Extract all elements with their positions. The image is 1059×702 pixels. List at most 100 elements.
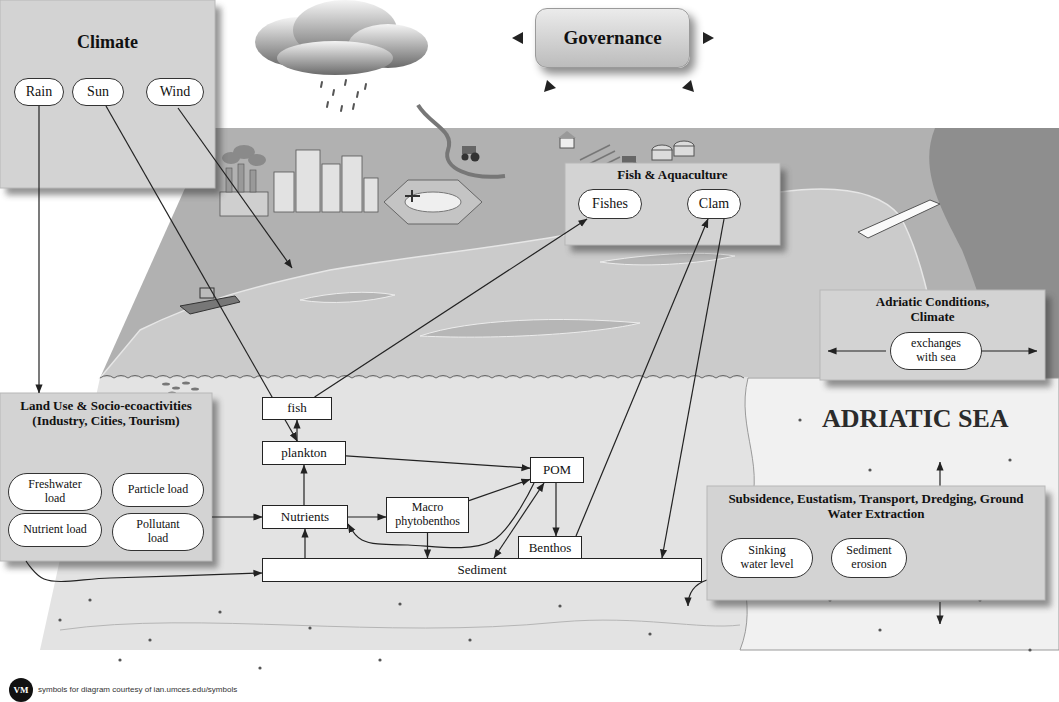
panel-heading: Fish & Aquaculture [573, 168, 773, 183]
subsidence-arrows-part [939, 462, 940, 486]
harbour-boat [180, 288, 240, 314]
governance-arrows-part [682, 80, 694, 92]
city-buildings-part [342, 156, 362, 212]
land-plane-part [420, 319, 640, 337]
load-pill: Freshwater load [8, 473, 102, 511]
fish-school-part [182, 381, 190, 384]
credit-note: symbols for diagram courtesy of ian.umce… [38, 685, 237, 694]
particles-part [798, 418, 801, 421]
panel-ground [0, 393, 218, 568]
flow-arrow [303, 465, 304, 505]
city-buildings-part [274, 172, 294, 212]
particles-part [878, 628, 881, 631]
panel-fill [707, 486, 1045, 600]
city-buildings-part [364, 178, 378, 212]
wind-arrow [178, 108, 292, 268]
flow-arrow [315, 219, 587, 397]
credit-note-text: symbols for diagram courtesy of ian.umce… [38, 685, 237, 694]
airport-part [384, 180, 482, 224]
rain-drops-part [333, 90, 334, 95]
factory-part [238, 164, 244, 192]
farm-part [558, 131, 576, 138]
node-label: Particle load [128, 483, 188, 497]
pressure-panel: Subsidence, Eustatism, Transport, Dredgi… [707, 486, 1045, 600]
land-plane-part [100, 128, 1059, 378]
climate-factor: Wind [146, 78, 204, 106]
flow-arrow [662, 219, 724, 558]
flow-arrow [296, 420, 297, 441]
node-label: fish [287, 401, 307, 416]
particles-part [88, 598, 91, 601]
airport-part [405, 190, 420, 202]
wind-arrow-part [178, 108, 292, 268]
panel-ground [0, 0, 221, 195]
climate-panel: ClimateRain Sun Wind [0, 0, 215, 188]
panel-ground [565, 163, 786, 252]
flow-arrow [427, 533, 428, 558]
tractor-part [471, 153, 480, 162]
governance-box: Governance [535, 8, 690, 68]
panel-ground [820, 290, 1051, 387]
fishery-panel: Fish & AquacultureFishes Clam [565, 163, 780, 245]
credit-badge-ring-part [9, 678, 33, 702]
farm-part [560, 138, 574, 148]
flow-arrow [304, 529, 305, 558]
particles-part [258, 666, 261, 669]
ecosystem-box: plankton [262, 441, 346, 465]
land-plane [100, 128, 1059, 378]
load-pill: Nutrient load [8, 513, 102, 547]
node-label: Pollutant load [126, 518, 190, 546]
factory-part [250, 170, 256, 192]
factory-part [220, 192, 268, 216]
factory [220, 145, 268, 216]
climate-factor: Rain [14, 78, 64, 106]
particles-part [148, 638, 151, 641]
node-label: Nutrients [281, 510, 329, 525]
panel-heading: Climate [18, 32, 198, 53]
ecosystem-box: Benthos [518, 536, 582, 560]
flow-arrow [348, 516, 386, 517]
node-label: Benthos [529, 541, 572, 556]
river [418, 105, 505, 177]
node-label: Sediment erosion [843, 544, 895, 572]
node-label: POM [543, 463, 571, 478]
particles-part [398, 602, 401, 605]
ship-part [858, 200, 940, 238]
node-label: Sun [87, 84, 109, 100]
sea-name-text: ADRIATIC SEA [822, 404, 1009, 434]
flow-arrow [212, 516, 262, 517]
node-label: Fishes [592, 196, 628, 212]
airport [384, 180, 482, 224]
rain-drops-part [327, 102, 328, 107]
flow-arrow [26, 561, 262, 581]
panel-fill [0, 393, 212, 561]
rain-drops-part [357, 92, 358, 97]
node-label: Sediment [457, 563, 506, 578]
rain-drops [321, 80, 366, 111]
node-label: Wind [160, 84, 191, 100]
harbour-boat-part [180, 296, 240, 314]
flow-arrow [106, 106, 297, 441]
panel-heading: Land Use & Socio-ecoactivities (Industry… [14, 399, 199, 429]
ecosystem-box: Macro phytobenthos [386, 497, 469, 533]
load-pill: Particle load [112, 473, 204, 507]
flow-arrow [346, 456, 530, 468]
rain-drops-part [321, 82, 322, 87]
factory-part [248, 154, 266, 166]
particles-part [218, 610, 221, 613]
particles-part [868, 468, 871, 471]
rain-drops-part [345, 80, 346, 85]
ecosystem-box: POM [530, 457, 584, 483]
node-label: Nutrient load [23, 523, 87, 537]
panel-ground [707, 486, 1051, 607]
flow-arrow [348, 483, 534, 548]
sea-exchange-panel: Adriatic Conditions, Climateexchanges wi… [820, 290, 1045, 380]
credit-badge-ring [9, 678, 33, 702]
exchange-arrows-part [828, 350, 886, 351]
flow-arrow [38, 106, 39, 393]
load-pill: Pollutant load [112, 513, 204, 551]
land-plane-part [100, 189, 945, 378]
climate-factor: Sun [72, 78, 124, 106]
node-label: Clam [699, 196, 729, 212]
